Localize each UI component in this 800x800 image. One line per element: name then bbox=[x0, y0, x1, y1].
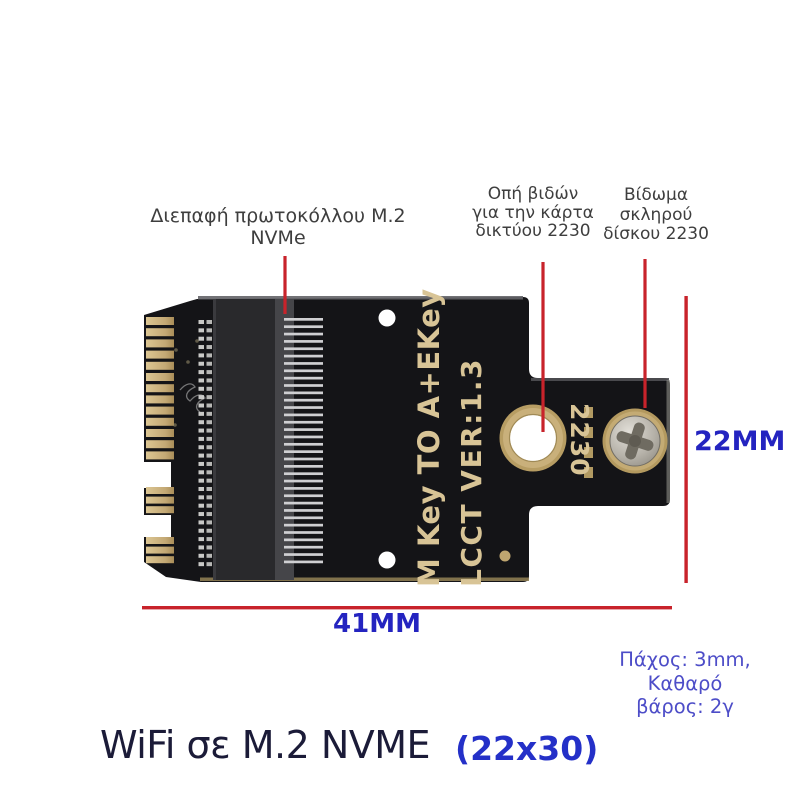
pcb-silkscreen-main: M Key TO A+EKey bbox=[412, 288, 446, 587]
callout-line-interface bbox=[283, 256, 287, 314]
via-dots bbox=[173, 339, 199, 427]
screw-label-line1: Βίδωμα bbox=[623, 185, 689, 205]
dimension-width-label: 41MM bbox=[333, 609, 421, 639]
mount-hole-bottom bbox=[378, 551, 396, 569]
spec-line2: Καθαρό bbox=[647, 671, 723, 695]
screw-label: Βίδωμα σκληρού δίσκου 2230 bbox=[589, 185, 723, 245]
size-note: (22x30) bbox=[455, 729, 599, 768]
tab-right-edge bbox=[666, 380, 670, 503]
connector-fingers-main bbox=[146, 317, 174, 460]
socket-left-pads bbox=[198, 320, 204, 567]
dimension-line-width bbox=[142, 606, 672, 610]
connector-fingers-key2 bbox=[146, 537, 174, 564]
dimension-line-height bbox=[684, 296, 688, 583]
screw-hole-gold-ring bbox=[499, 404, 567, 472]
mounting-screw bbox=[602, 408, 668, 474]
screw-label-line2: σκληρού bbox=[619, 204, 693, 225]
board-top-edge bbox=[198, 296, 523, 300]
pcb-size-marking: 2230 bbox=[565, 403, 594, 477]
interface-label: Διεπαφή πρωτοκόλλου M.2 NVMe bbox=[150, 205, 406, 249]
tab-edge-pads bbox=[584, 407, 593, 478]
phillips-cross-icon bbox=[616, 422, 654, 460]
socket-left-pads-2 bbox=[206, 320, 212, 567]
board-bottom-edge bbox=[200, 577, 529, 581]
screw-label-line3: δίσκου 2230 bbox=[603, 224, 709, 244]
screw-hole-label-line1: Οπή βιδών bbox=[487, 184, 579, 204]
screw-hole-label-line2: για την κάρτα bbox=[472, 202, 594, 223]
product-title: WiFi σε M.2 NVME bbox=[100, 723, 431, 767]
dimension-height-label: 22MM bbox=[694, 426, 786, 457]
pcb-silkscreen-version: LCCT VER:1.3 bbox=[455, 358, 488, 587]
m2-socket bbox=[213, 299, 294, 580]
gold-test-pad bbox=[499, 550, 511, 562]
screw-hole-label-line3: δικτύου 2230 bbox=[475, 221, 591, 241]
callout-line-screw bbox=[643, 259, 647, 408]
spec-text: Πάχος: 3mm, Καθαρό βάρος: 2γ bbox=[602, 648, 768, 719]
silkscreen-traces bbox=[179, 383, 206, 413]
screw-hole-label: Οπή βιδών για την κάρτα δικτύου 2230 bbox=[466, 185, 600, 241]
tab-top-edge bbox=[531, 378, 669, 381]
spec-line1: Πάχος: 3mm, bbox=[619, 648, 751, 671]
spec-line3: βάρος: 2γ bbox=[636, 695, 734, 718]
socket-pin-rows bbox=[284, 318, 323, 564]
connector-fingers-key1 bbox=[146, 487, 174, 514]
mount-hole-top bbox=[378, 309, 396, 327]
callout-line-hole bbox=[541, 262, 545, 432]
